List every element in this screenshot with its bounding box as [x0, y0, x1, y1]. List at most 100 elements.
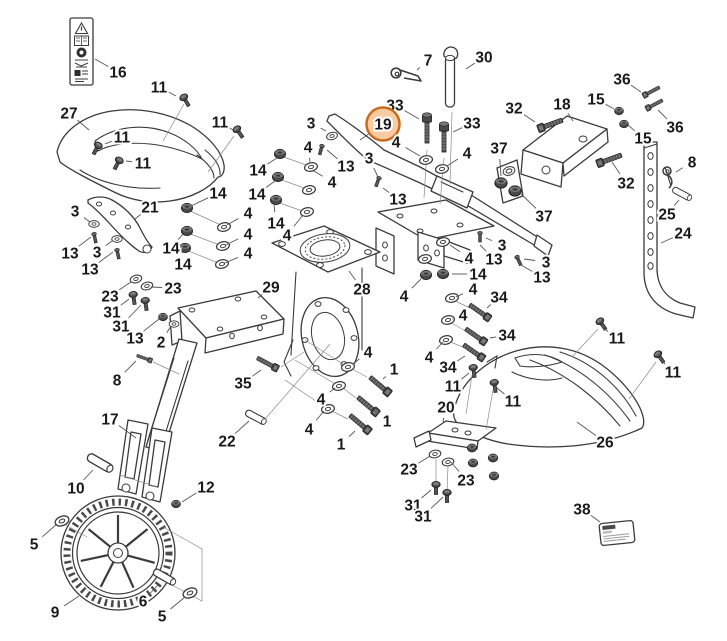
callout-32[interactable]: 32: [503, 99, 524, 120]
callout-7[interactable]: 7: [422, 51, 435, 72]
callout-2[interactable]: 2: [155, 333, 168, 354]
callout-14[interactable]: 14: [172, 255, 194, 276]
callout-34[interactable]: 34: [488, 288, 510, 309]
callout-4[interactable]: 4: [303, 420, 316, 441]
callout-19[interactable]: 19: [372, 115, 394, 136]
callout-14[interactable]: 14: [467, 265, 489, 286]
callout-38[interactable]: 38: [571, 500, 593, 521]
callout-5[interactable]: 5: [28, 535, 41, 556]
callout-11[interactable]: 11: [149, 78, 170, 99]
callout-13[interactable]: 13: [387, 190, 409, 211]
callout-20[interactable]: 20: [435, 398, 456, 419]
callout-15[interactable]: 15: [585, 90, 607, 111]
callout-4[interactable]: 4: [423, 348, 436, 369]
callout-4[interactable]: 4: [281, 226, 294, 247]
callout-4[interactable]: 4: [467, 280, 480, 301]
callout-3[interactable]: 3: [496, 236, 509, 257]
callout-14[interactable]: 14: [207, 184, 229, 205]
callout-11[interactable]: 11: [503, 392, 524, 413]
callout-23[interactable]: 23: [99, 287, 121, 308]
callout-4[interactable]: 4: [242, 225, 255, 246]
callout-9[interactable]: 9: [49, 603, 62, 624]
callout-4[interactable]: 4: [242, 244, 255, 265]
callout-6[interactable]: 6: [137, 592, 150, 613]
callout-4[interactable]: 4: [302, 138, 315, 159]
callout-34[interactable]: 34: [496, 326, 518, 347]
bolt-1: [355, 393, 382, 418]
callout-4[interactable]: 4: [390, 133, 403, 154]
callout-1[interactable]: 1: [335, 435, 348, 456]
callout-4[interactable]: 4: [242, 204, 255, 225]
callout-34[interactable]: 34: [437, 358, 459, 379]
callout-1[interactable]: 1: [388, 360, 401, 381]
callout-31[interactable]: 31: [402, 496, 424, 517]
callout-11[interactable]: 11: [663, 363, 684, 384]
callout-37[interactable]: 37: [533, 207, 554, 228]
callout-25[interactable]: 25: [656, 205, 678, 226]
callout-15[interactable]: 15: [632, 129, 654, 150]
callout-4[interactable]: 4: [457, 306, 470, 327]
callout-22[interactable]: 22: [216, 432, 237, 453]
leader-line-11: [125, 160, 133, 163]
callout-8[interactable]: 8: [111, 371, 124, 392]
callout-11[interactable]: 11: [112, 128, 133, 149]
callout-31[interactable]: 31: [110, 317, 132, 338]
callout-27[interactable]: 27: [58, 104, 79, 125]
callout-32[interactable]: 32: [615, 174, 636, 195]
callout-35[interactable]: 35: [232, 374, 254, 395]
highlight-circle-part-19[interactable]: [365, 106, 401, 142]
callout-33[interactable]: 33: [461, 114, 483, 135]
callout-21[interactable]: 21: [139, 198, 161, 219]
callout-31[interactable]: 31: [101, 303, 123, 324]
callout-1[interactable]: 1: [381, 412, 394, 433]
callout-23[interactable]: 23: [455, 471, 477, 492]
callout-13[interactable]: 13: [531, 268, 553, 289]
callout-3[interactable]: 3: [540, 253, 553, 274]
callout-13[interactable]: 13: [483, 250, 505, 271]
callout-28[interactable]: 28: [351, 280, 373, 301]
callout-11[interactable]: 11: [133, 154, 154, 175]
callout-24[interactable]: 24: [672, 224, 694, 245]
callout-3[interactable]: 3: [363, 149, 376, 170]
callout-12[interactable]: 12: [195, 478, 216, 499]
callout-13[interactable]: 13: [59, 244, 81, 265]
callout-4[interactable]: 4: [315, 390, 328, 411]
callout-14[interactable]: 14: [246, 185, 268, 206]
callout-4[interactable]: 4: [362, 343, 375, 364]
callout-36[interactable]: 36: [611, 70, 633, 91]
callout-3[interactable]: 3: [305, 114, 318, 135]
callout-4[interactable]: 4: [398, 287, 411, 308]
callout-23[interactable]: 23: [162, 279, 184, 300]
callout-17[interactable]: 17: [99, 410, 120, 431]
callout-11[interactable]: 11: [443, 377, 464, 398]
callout-10[interactable]: 10: [65, 479, 86, 500]
callout-3[interactable]: 3: [91, 243, 104, 264]
callout-4[interactable]: 4: [326, 173, 339, 194]
callout-36[interactable]: 36: [664, 118, 686, 139]
callout-37[interactable]: 37: [488, 139, 509, 160]
callout-14[interactable]: 14: [265, 214, 287, 235]
leader-line-14: [267, 157, 278, 165]
callout-14[interactable]: 14: [247, 161, 269, 182]
callout-8[interactable]: 8: [686, 153, 699, 174]
callout-30[interactable]: 30: [473, 48, 494, 69]
leader-line-34: [456, 355, 466, 362]
callout-11[interactable]: 11: [607, 329, 628, 350]
callout-13[interactable]: 13: [335, 157, 357, 178]
nut-15: [614, 106, 624, 116]
callout-13[interactable]: 13: [79, 260, 101, 281]
callout-4[interactable]: 4: [463, 249, 476, 270]
callout-5[interactable]: 5: [156, 607, 169, 628]
callout-18[interactable]: 18: [551, 95, 573, 116]
callout-4[interactable]: 4: [461, 144, 474, 165]
callout-16[interactable]: 16: [107, 63, 129, 84]
callout-26[interactable]: 26: [594, 433, 616, 454]
callout-31[interactable]: 31: [412, 507, 434, 528]
callout-14[interactable]: 14: [160, 239, 182, 260]
callout-29[interactable]: 29: [260, 278, 282, 299]
callout-11[interactable]: 11: [210, 113, 231, 134]
stud-13: [373, 175, 383, 188]
callout-3[interactable]: 3: [69, 202, 82, 223]
callout-13[interactable]: 13: [124, 329, 146, 350]
callout-23[interactable]: 23: [398, 460, 420, 481]
